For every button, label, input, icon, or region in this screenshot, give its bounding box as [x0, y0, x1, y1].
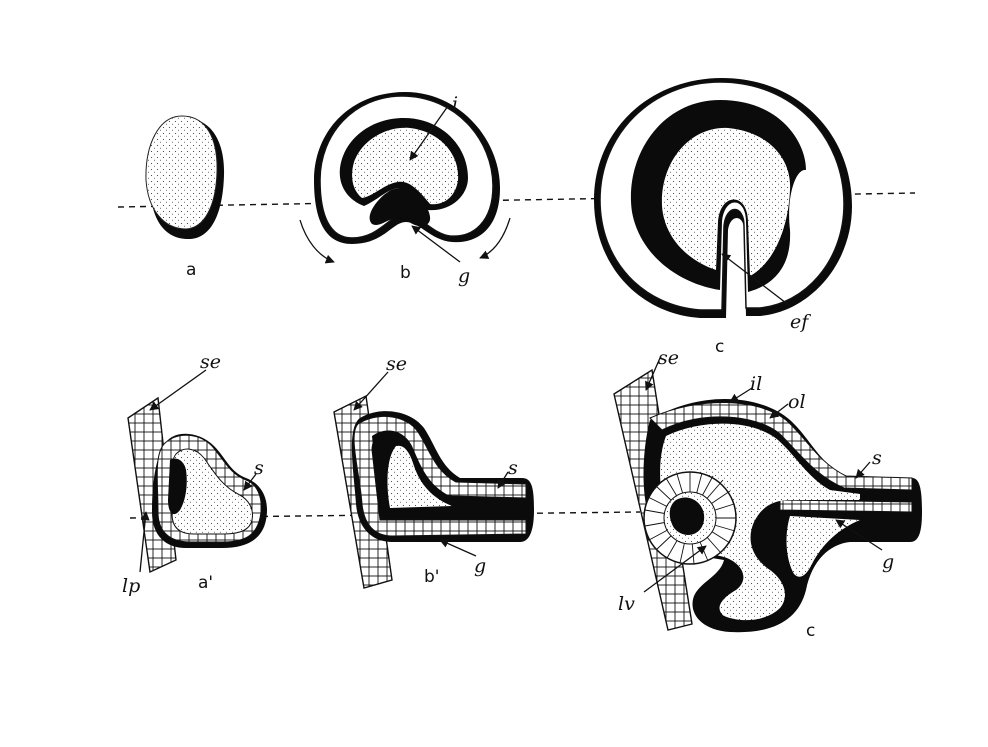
part-label-c-g: g	[882, 551, 894, 573]
leader-b-se	[354, 372, 388, 410]
part-label-a-s: s	[254, 457, 264, 479]
part-label-c-lv: lv	[618, 593, 635, 615]
stage-c-optic-cup	[594, 78, 852, 318]
part-label-a-lp: lp	[122, 575, 140, 597]
part-label-c-se: se	[658, 347, 679, 369]
leader-c-s	[856, 462, 870, 478]
part-label-c-il: il	[750, 373, 762, 395]
part-label-c-ol: ol	[788, 391, 806, 413]
part-label-b-g: g	[458, 265, 470, 287]
stage-label-b-prime: b'	[424, 567, 439, 587]
part-label-b-g-bottom: g	[474, 555, 486, 577]
stage-label-b: b	[400, 263, 411, 283]
stage-label-c-bottom: c	[806, 621, 815, 641]
part-label-c-s: s	[872, 447, 882, 469]
leader-a-se	[150, 370, 206, 410]
stage-label-a-prime: a'	[198, 573, 213, 593]
part-label-b-se: se	[386, 353, 407, 375]
stage-b-prime-section	[334, 396, 534, 588]
stage-a-prime-section	[128, 398, 267, 572]
stage-label-c-top: c	[715, 337, 724, 357]
leader-c-il	[730, 388, 752, 402]
part-label-b-i: i	[452, 93, 458, 115]
stage-c-section	[614, 370, 922, 632]
stage-label-a: a	[186, 260, 196, 280]
stage-b-cup	[314, 92, 500, 244]
part-label-a-se: se	[200, 351, 221, 373]
stage-a-vesicle	[146, 116, 224, 239]
part-label-c-ef: ef	[790, 311, 811, 333]
part-label-b-s: s	[508, 457, 518, 479]
leader-b-g-bottom	[440, 540, 476, 556]
